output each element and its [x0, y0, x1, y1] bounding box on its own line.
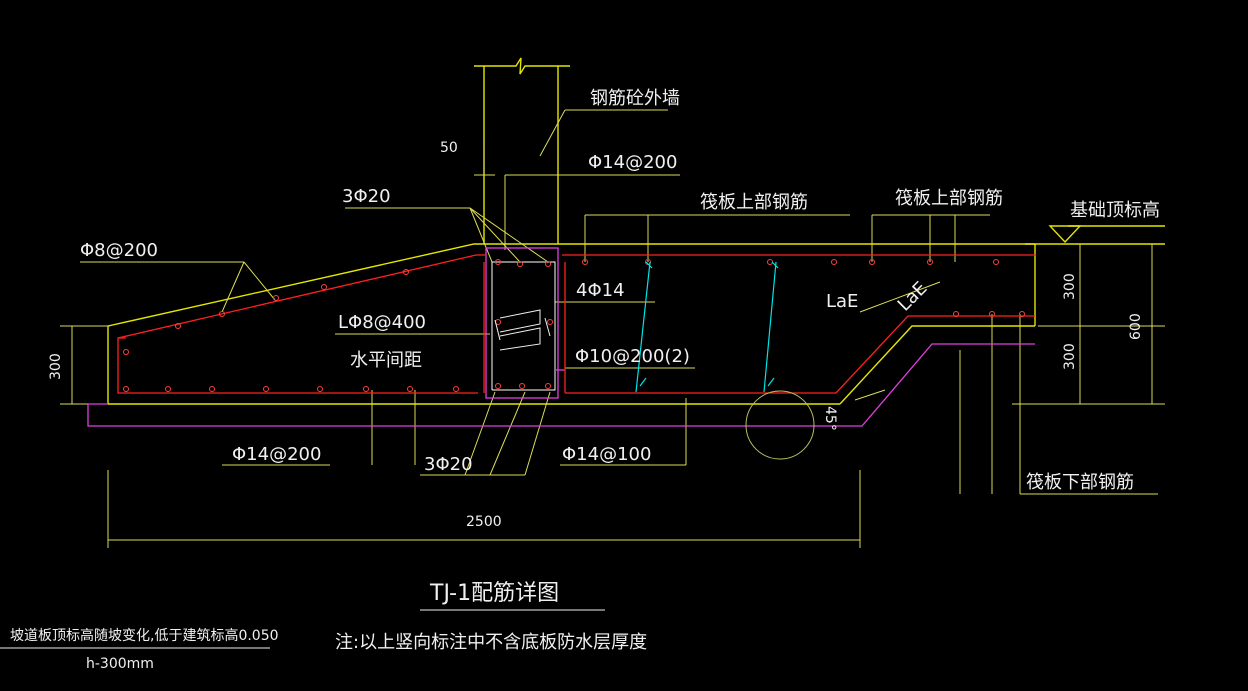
waterproof-layer — [87, 247, 1035, 427]
dimension-lines — [60, 109, 1165, 548]
label-lae-1: LaE — [826, 291, 858, 312]
label-tie: LΦ8@400 — [338, 312, 426, 333]
label-dim-600: 600 — [1128, 313, 1144, 340]
drawing-title: TJ-1配筋详图 — [429, 581, 559, 606]
title-underlines — [0, 609, 605, 649]
label-bottom-bars-1: Φ14@200 — [232, 444, 321, 465]
label-corner-bars-bot: 3Φ20 — [424, 454, 473, 475]
label-bars-4: 4Φ14 — [576, 280, 625, 301]
label-lae-2: LaE — [894, 278, 932, 316]
detail-circle — [745, 390, 815, 460]
side-note: 坡道板顶标高随坡变化,低于建筑标高0.050 — [10, 627, 279, 644]
label-corner-bars-top: 3Φ20 — [342, 186, 391, 207]
drawing-note: 注:以上竖向标注中不含底板防水层厚度 — [335, 632, 647, 653]
label-dim-300-left: 300 — [48, 353, 64, 380]
rebar-dots — [123, 259, 1025, 392]
label-slope-bars: Φ8@200 — [80, 240, 158, 261]
label-dim-50: 50 — [440, 140, 458, 156]
labels: 钢筋砼外墙 50 Φ14@200 筏板上部钢筋 筏板上部钢筋 基础顶标高 3Φ2… — [10, 88, 1160, 672]
label-angle: 45° — [822, 406, 838, 431]
label-dim-300-right-2: 300 — [1062, 343, 1078, 370]
label-bottom-bars-2: Φ14@100 — [562, 444, 651, 465]
label-wall: 钢筋砼外墙 — [590, 88, 680, 109]
label-stirrup: Φ10@200(2) — [575, 346, 690, 367]
label-dim-300-right-1: 300 — [1062, 273, 1078, 300]
stirrups-cyan — [635, 261, 779, 393]
label-raft-bottom: 筏板下部钢筋 — [1026, 472, 1134, 493]
label-horiz-spacing: 水平间距 — [350, 350, 422, 371]
label-raft-top-2: 筏板上部钢筋 — [895, 188, 1003, 209]
side-note-2: h-300mm — [86, 656, 154, 672]
wall-ties — [494, 309, 551, 351]
label-fdn-top-elev: 基础顶标高 — [1070, 200, 1160, 221]
label-raft-top-1: 筏板上部钢筋 — [700, 192, 808, 213]
label-top-bars-wall: Φ14@200 — [588, 152, 677, 173]
rebar-red — [117, 254, 1036, 394]
label-dim-2500: 2500 — [466, 514, 502, 530]
